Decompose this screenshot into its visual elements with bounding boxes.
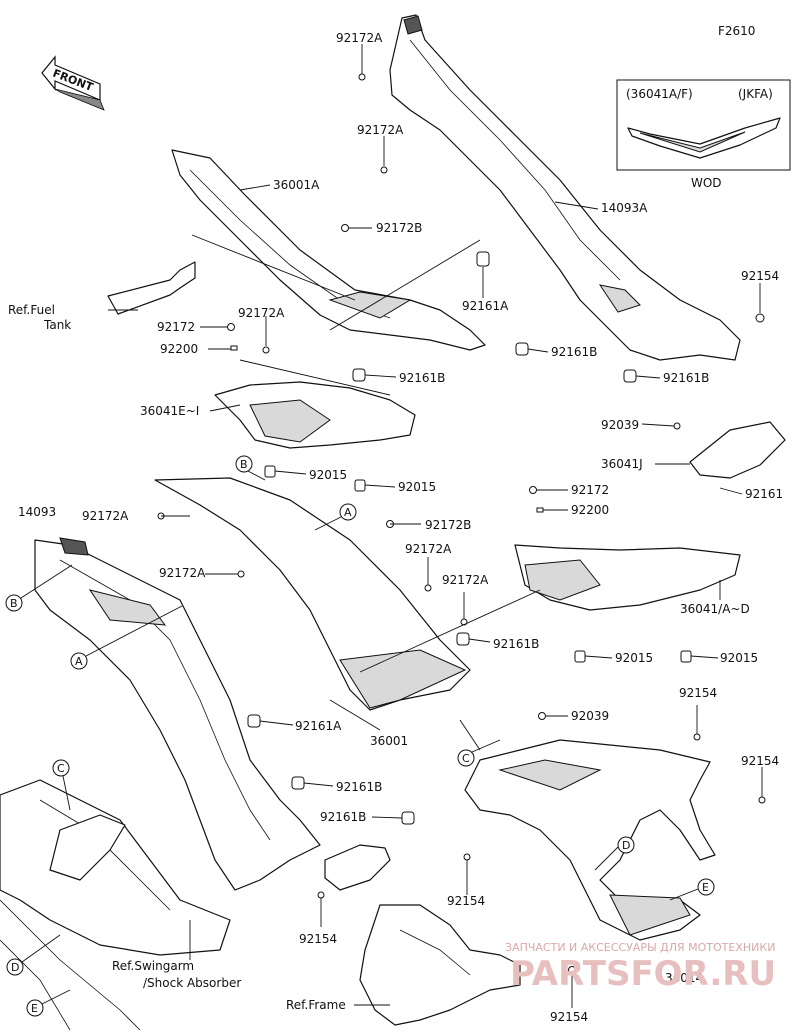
watermark: ЗАПЧАСТИ И АКСЕССУАРЫ ДЛЯ МОТОТЕХНИКИ PA…: [505, 941, 776, 994]
label-92200-right: 92200: [571, 503, 609, 517]
svg-text:D: D: [11, 961, 19, 974]
callout-A-left: A: [70, 605, 183, 670]
callout-D-left: D: [6, 934, 61, 976]
label-92015-b: 92015: [398, 480, 436, 494]
svg-text:E: E: [702, 881, 709, 894]
label-92161B-r2: 92161B: [663, 371, 709, 385]
label-36014: 36014: [665, 971, 703, 985]
svg-text:A: A: [75, 655, 83, 668]
part-36001: [154, 477, 471, 711]
front-arrow-icon: FRONT: [41, 55, 105, 111]
callout-A-top: A: [314, 503, 357, 531]
watermark-line1: ЗАПЧАСТИ И АКСЕССУАРЫ ДЛЯ МОТОТЕХНИКИ: [505, 941, 775, 954]
label-92161A-low: 92161A: [295, 719, 342, 733]
label-92172A-mid: 92172A: [238, 306, 285, 320]
callout-E-left: E: [26, 989, 71, 1017]
callout-E-right: E: [669, 878, 715, 901]
label-ref-fuel-2: Tank: [43, 318, 71, 332]
label-92161B-low2: 92161B: [320, 810, 366, 824]
callouts: B A B A C C D: [5, 455, 715, 1017]
label-92172B-top: 92172B: [376, 221, 422, 235]
label-92154-r2: 92154: [679, 686, 717, 700]
label-14093A: 14093A: [601, 201, 648, 215]
label-92154-low: 92154: [447, 894, 485, 908]
part-36041AD: [514, 544, 741, 611]
label-92172-right: 92172: [571, 483, 609, 497]
label-92154-bot: 92154: [550, 1010, 588, 1024]
label-92154-top: 92154: [741, 269, 779, 283]
callout-D-right: D: [594, 836, 635, 871]
part-36041E: [214, 381, 416, 449]
label-92154-bl: 92154: [299, 932, 337, 946]
label-92161B-r1: 92161B: [551, 345, 597, 359]
label-92161B-mid: 92161B: [399, 371, 445, 385]
small-bracket: [324, 844, 391, 891]
inset-header-right: (JKFA): [738, 87, 773, 101]
figure-code: F2610: [718, 24, 755, 38]
watermark-line2: PARTSFOR.RU: [510, 954, 776, 994]
label-36001A: 36001A: [273, 178, 320, 192]
label-92039-low: 92039: [571, 709, 609, 723]
label-92172B-mid: 92172B: [425, 518, 471, 532]
callout-B-top: B: [235, 455, 266, 481]
part-36014: [464, 739, 716, 941]
label-92015-c: 92015: [615, 651, 653, 665]
label-92172-left: 92172: [157, 320, 195, 334]
label-92172A-2: 92172A: [357, 123, 404, 137]
svg-text:C: C: [57, 762, 65, 775]
label-92172A-top: 92172A: [336, 31, 383, 45]
callout-B-left: B: [5, 564, 73, 612]
part-14093A: [389, 14, 741, 361]
label-36041J: 36041J: [601, 457, 643, 471]
label-92015-a: 92015: [309, 468, 347, 482]
svg-text:B: B: [10, 597, 18, 610]
label-14093: 14093: [18, 505, 56, 519]
svg-text:E: E: [31, 1002, 38, 1015]
label-92161B-c: 92161B: [493, 637, 539, 651]
label-92172A-l1: 92172A: [82, 509, 129, 523]
fuel-tank-bracket: [107, 261, 196, 315]
label-92039-top: 92039: [601, 418, 639, 432]
label-92015-d: 92015: [720, 651, 758, 665]
label-92161A-top: 92161A: [462, 299, 509, 313]
label-ref-fuel-1: Ref.Fuel: [8, 303, 55, 317]
label-92154-r3: 92154: [741, 754, 779, 768]
label-ref-swing-2: /Shock Absorber: [143, 976, 241, 990]
label-36001: 36001: [370, 734, 408, 748]
part-14093: [34, 537, 321, 891]
svg-text:B: B: [240, 458, 248, 471]
part-36041J: [689, 421, 786, 479]
label-92161: 92161: [745, 487, 783, 501]
inset-caption: WOD: [691, 176, 722, 190]
label-92172A-m3: 92172A: [442, 573, 489, 587]
label-36041E: 36041E~I: [140, 404, 199, 418]
label-92172A-l2: 92172A: [159, 566, 206, 580]
label-92200-left: 92200: [160, 342, 198, 356]
part-labels: 92172A 92172A 14093A 36001A 92172B 92161…: [8, 31, 783, 1024]
swingarm-assembly: [0, 779, 231, 1031]
label-92161B-low1: 92161B: [336, 780, 382, 794]
inset-header-left: (36041A/F): [626, 87, 693, 101]
label-ref-frame: Ref.Frame: [286, 998, 346, 1012]
part-36001A: [171, 149, 486, 351]
label-92172A-m2: 92172A: [405, 542, 452, 556]
label-36041AD: 36041/A~D: [680, 602, 750, 616]
svg-text:A: A: [344, 506, 352, 519]
svg-text:D: D: [622, 839, 630, 852]
svg-text:C: C: [462, 752, 470, 765]
wod-inset: (36041A/F) (JKFA) WOD: [616, 79, 791, 190]
label-ref-swing-1: Ref.Swingarm: [112, 959, 194, 973]
callout-C-left: C: [52, 759, 71, 811]
callout-C-right: C: [457, 739, 501, 767]
leader-lines: [108, 44, 763, 1008]
frame-bracket: [359, 904, 521, 1026]
